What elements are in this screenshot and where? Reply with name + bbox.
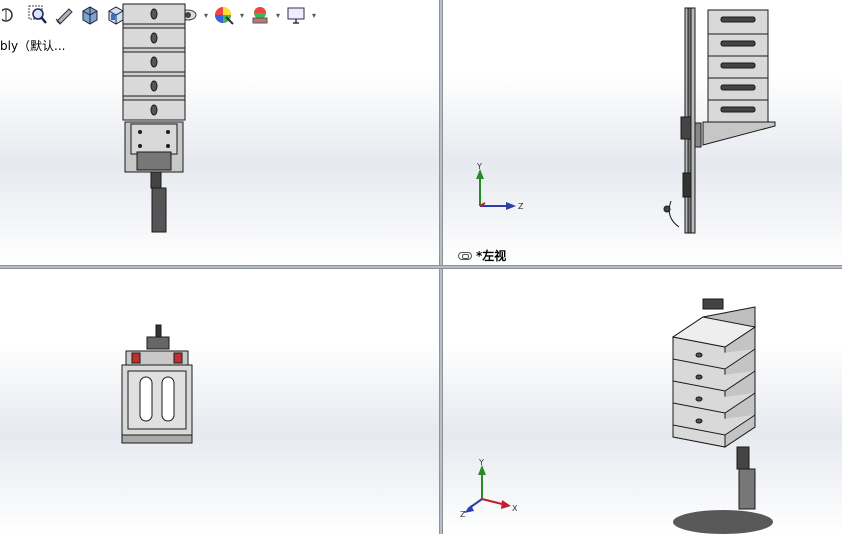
arrow-cursor-icon[interactable] [0,3,24,27]
apply-scene-dropdown[interactable] [274,11,282,20]
section-view-icon[interactable] [78,3,102,27]
triad-y-label: Y [476,163,482,171]
hide-show-dropdown[interactable] [202,11,210,20]
view-name-text: *左视 [476,249,507,263]
triad-y-label: Y [478,459,484,467]
view-name-label: *左视 [458,247,506,264]
coordinate-triad-iso: Y X Z [460,459,518,519]
edit-appearance-dropdown[interactable] [238,11,246,20]
view-settings-icon[interactable] [284,3,308,27]
triad-x-label: X [512,504,518,513]
model-front-view[interactable] [115,0,195,235]
previous-view-icon[interactable] [52,3,76,27]
triad-z-label: Z [460,510,466,519]
viewport-splitter-horizontal[interactable] [0,265,842,269]
feature-tree-assembly-label[interactable]: bly（默认... [0,39,66,53]
view-orientation-icon[interactable] [104,3,128,27]
zoom-to-area-icon[interactable] [26,3,50,27]
coordinate-triad: Y Z [476,163,524,211]
apply-scene-icon[interactable] [248,3,272,27]
viewport-left[interactable]: Y Z *左视 [443,0,842,265]
model-left-view[interactable] [643,5,783,237]
viewport-front[interactable]: bly（默认... [0,0,439,265]
edit-appearance-icon[interactable] [212,3,236,27]
viewport-top[interactable] [0,269,439,534]
model-top-view[interactable] [118,323,198,448]
viewport-isometric[interactable]: Y X Z [443,269,842,534]
model-isometric-view[interactable] [663,297,793,534]
triad-z-label: Z [518,202,524,211]
link-views-icon[interactable] [458,251,472,260]
view-settings-dropdown[interactable] [310,11,318,20]
